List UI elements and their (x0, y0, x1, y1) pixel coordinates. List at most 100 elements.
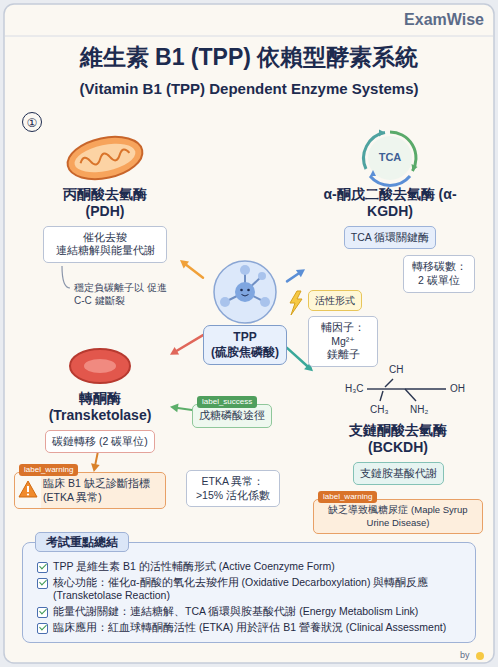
lightning-icon (290, 291, 302, 315)
annotation-note: 穩定負碳離子以 促進 C-C 鍵斷裂 (74, 281, 170, 307)
header-rule (5, 36, 493, 37)
molecule-atom (240, 265, 250, 275)
connector-line (287, 273, 300, 282)
molecule-disc (214, 261, 276, 323)
status-tag: label_warning (19, 464, 78, 476)
arrowhead (170, 404, 179, 413)
tca-cycle-icon (364, 130, 418, 186)
connector-line (176, 408, 192, 410)
enzyme-name: 轉酮酶 (Transketolase) (40, 390, 160, 424)
note-bracket (62, 266, 70, 288)
function-box: 碳鏈轉移 (2 碳單位) (45, 430, 155, 454)
cell-outer (70, 349, 130, 383)
function-box: TCA 循環關鍵酶 (344, 226, 436, 250)
red-blood-cell-icon (70, 349, 130, 383)
icon-eye (240, 289, 243, 292)
chem-bond (405, 389, 416, 401)
chem-bond (380, 391, 383, 401)
icon-smile (242, 295, 249, 297)
box-text: 支鏈胺基酸代謝 (360, 467, 437, 481)
summary-bullet: 核心功能：催化α-酮酸的氧化去羧作用 (Oxidative Decarboxyl… (35, 576, 463, 603)
summary-bullet: 能量代謝關鍵：連結糖解、TCA 循環與胺基酸代謝 (Energy Metabol… (35, 605, 463, 619)
enzyme-name: 丙酮酸去氫酶 (PDH) (55, 186, 155, 220)
summary-heading: 考試重點總結 (35, 532, 129, 552)
box-text: 戊糖磷酸途徑 (199, 409, 265, 423)
cycle-arrowhead (412, 164, 418, 171)
form-badge: 活性形式 (308, 290, 362, 311)
mitochondrion-inner (72, 139, 138, 177)
icon-eye (247, 289, 250, 292)
connector (170, 404, 192, 413)
connector (91, 453, 100, 472)
enzyme-group: 支鏈酮酸去氫酶 (BCKDH)支鏈胺基酸代謝label_warning缺乏導致楓… (313, 362, 483, 534)
chem-bond (405, 388, 446, 389)
molecule-atom (260, 297, 270, 307)
cycle-arrowhead (379, 130, 385, 137)
summary-bullet: TPP 是維生素 B1 的活性輔酶形式 (Active Coenzyme For… (35, 560, 463, 574)
connector-line (287, 348, 309, 367)
tca-disc (368, 136, 412, 180)
cycle-arc (370, 176, 410, 185)
diagram-title: 維生素 B1 (TPP) 依賴型酵素系統 (0, 44, 498, 72)
chem-bond (385, 379, 393, 387)
mitochondrion-icon (64, 131, 147, 186)
chem-group: OH (450, 383, 465, 395)
warning-box: label_warning臨床 B1 缺乏診斷指標 (ETKA 異常) (14, 472, 166, 509)
credit-text: by (460, 650, 470, 660)
status-tag: label_warning (318, 491, 377, 503)
connector-line (175, 335, 203, 352)
box-text: TCA 循環關鍵酶 (351, 231, 429, 245)
box-text: 活性形式 (315, 294, 355, 307)
connector (180, 260, 203, 278)
connector (170, 335, 203, 355)
credit-icon (476, 652, 484, 660)
brand-name: ExamWise (394, 11, 484, 29)
box-text: ETKA 異常： >15% 活化係數 (193, 475, 273, 502)
callout-number: ① (22, 112, 42, 132)
mitochondrion-cristae (80, 148, 131, 167)
function-box: 催化去羧 連結糖解與能量代謝 (43, 226, 167, 263)
status-tag: label_success (197, 396, 257, 408)
arrowhead (180, 260, 189, 268)
summary-bullet: 臨床應用：紅血球轉酮酶活性 (ETKA) 用於評估 B1 營養狀況 (Clini… (35, 621, 463, 635)
enzyme-group: 丙酮酸去氫酶 (PDH) 催化去羧 連結糖解與能量代謝 (30, 130, 180, 275)
chem-group: CH (389, 364, 403, 376)
info-box: 輔因子： Mg²⁺ 鎂離子 (308, 316, 378, 367)
function-box: 支鏈胺基酸代謝 (353, 462, 444, 486)
box-text: 缺乏導致楓糖尿症 (Maple Syrup Urine Disease) (320, 504, 476, 529)
summary-panel: 考試重點總結TPP 是維生素 B1 的活性輔酶形式 (Active Coenzy… (22, 542, 476, 643)
arrowhead (296, 269, 305, 277)
molecule-atom (258, 272, 266, 280)
info-box: 轉移碳數： 2 碳單位 (403, 255, 475, 292)
chem-bond (367, 388, 383, 389)
chem-group: H₃C (345, 383, 364, 395)
mitochondrion-outer (64, 131, 147, 186)
box-text: 輔因子： Mg²⁺ 鎂離子 (315, 321, 371, 362)
cell-inner (84, 359, 116, 373)
cofactor-hub: TPP (硫胺焦磷酸) (203, 255, 287, 365)
box-text: 催化去羧 連結糖解與能量代謝 (50, 231, 160, 258)
pathway-box: label_success戊糖磷酸途徑 (192, 404, 272, 428)
info-box: ETKA 異常： >15% 活化係數 (186, 470, 280, 507)
enzyme-name: α-酮戊二酸去氫酶 (α-KGDH) (323, 186, 458, 220)
tpp-molecule-icon (214, 261, 276, 323)
enzyme-group: α-酮戊二酸去氫酶 (α-KGDH) TCA 循環關鍵酶轉移碳數： 2 碳單位 (305, 130, 475, 293)
card-panel (4, 4, 494, 663)
amino-acid-structure (367, 379, 446, 401)
molecule-atom (220, 297, 230, 307)
enzyme-group: 轉酮酶 (Transketolase) 碳鏈轉移 (2 碳單位) (30, 340, 170, 453)
box-text: 臨床 B1 缺乏診斷指標 (ETKA 異常) (43, 477, 159, 504)
arrowhead (91, 463, 100, 472)
cycle-label: TCA (370, 151, 410, 163)
chem-bond (383, 388, 405, 389)
chem-group: NH₂ (410, 404, 428, 416)
cycle-arc (364, 133, 385, 170)
cofactor-label: TPP (硫胺焦磷酸) (203, 325, 287, 365)
molecule-atom (235, 282, 255, 302)
cycle-arrowhead (370, 170, 376, 176)
box-text: 碳鏈轉移 (2 碳單位) (52, 435, 148, 449)
connector-line (185, 264, 203, 278)
chem-group: CH₃ (370, 404, 389, 416)
connector (287, 269, 305, 281)
